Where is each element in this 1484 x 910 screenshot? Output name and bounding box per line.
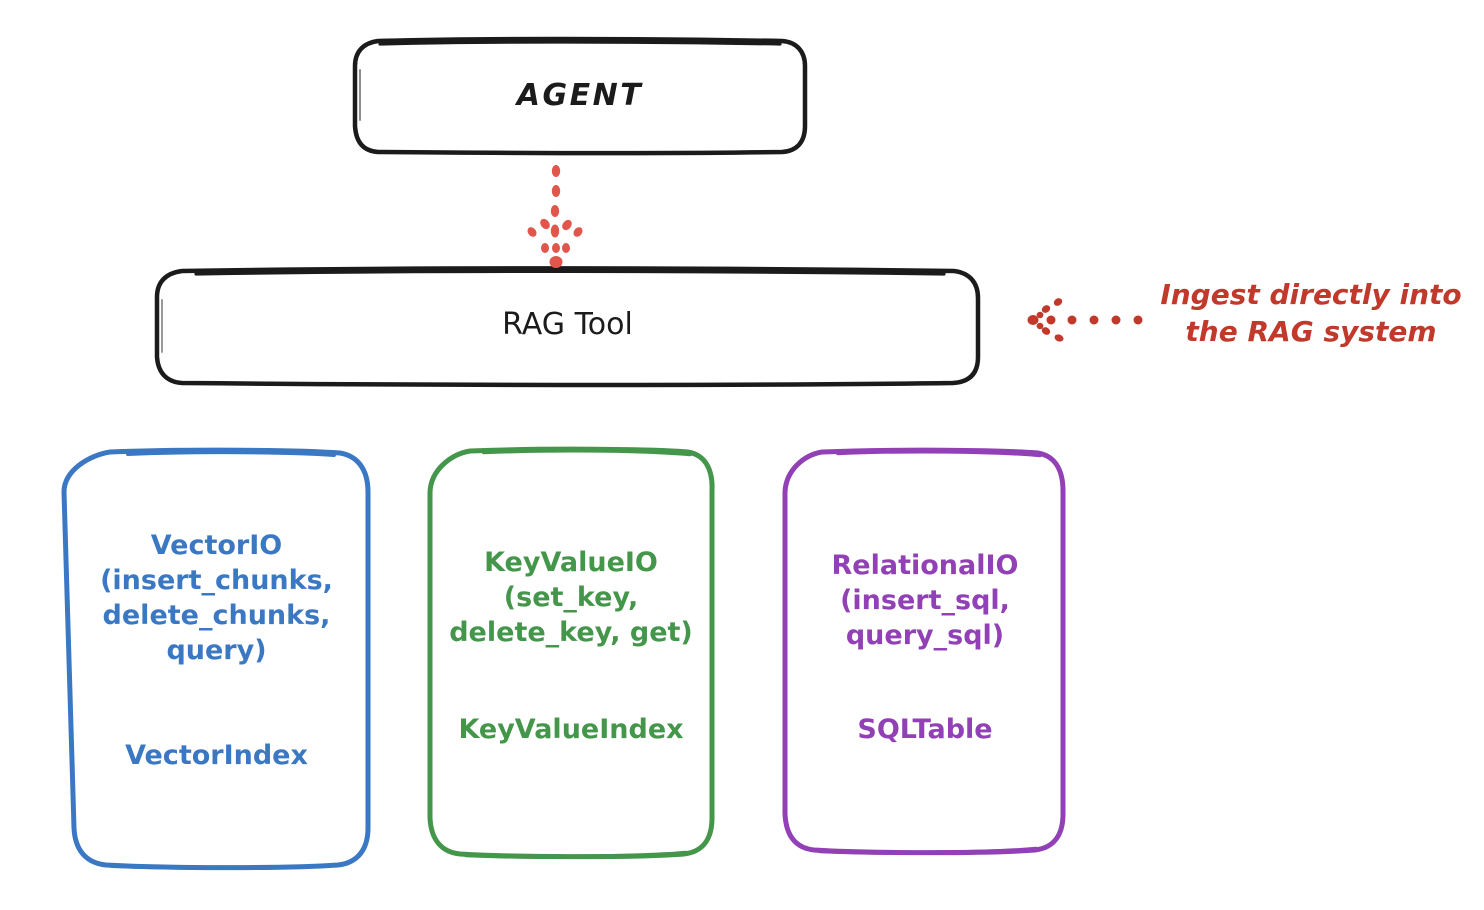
key-value-io-subtitle: KeyValueIndex	[458, 714, 684, 745]
vector-io-title: VectorIO (insert_chunks, delete_chunks, …	[100, 530, 333, 667]
agent-box-outline	[352, 36, 808, 156]
key-value-io-title: KeyValueIO (set_key, delete_key, get)	[449, 547, 693, 649]
ingest-note-text: Ingest directly into the RAG system	[1160, 278, 1462, 349]
vector-io-card-outline	[61, 447, 371, 871]
relational-io-title: RelationalIO (insert_sql, query_sql)	[831, 550, 1019, 652]
vector-io-subtitle: VectorIndex	[125, 740, 308, 771]
ingest-note-arrow	[1027, 298, 1143, 342]
agent-node-label: AGENT	[516, 78, 644, 113]
agent-to-rag-tool-arrow	[527, 165, 583, 268]
rag-tool-node-label: RAG Tool	[502, 307, 633, 342]
rag-tool-box-outline	[154, 266, 981, 388]
key-value-io-card-outline	[427, 446, 715, 860]
relational-io-card-outline	[782, 447, 1066, 856]
relational-io-subtitle: SQLTable	[857, 714, 993, 745]
